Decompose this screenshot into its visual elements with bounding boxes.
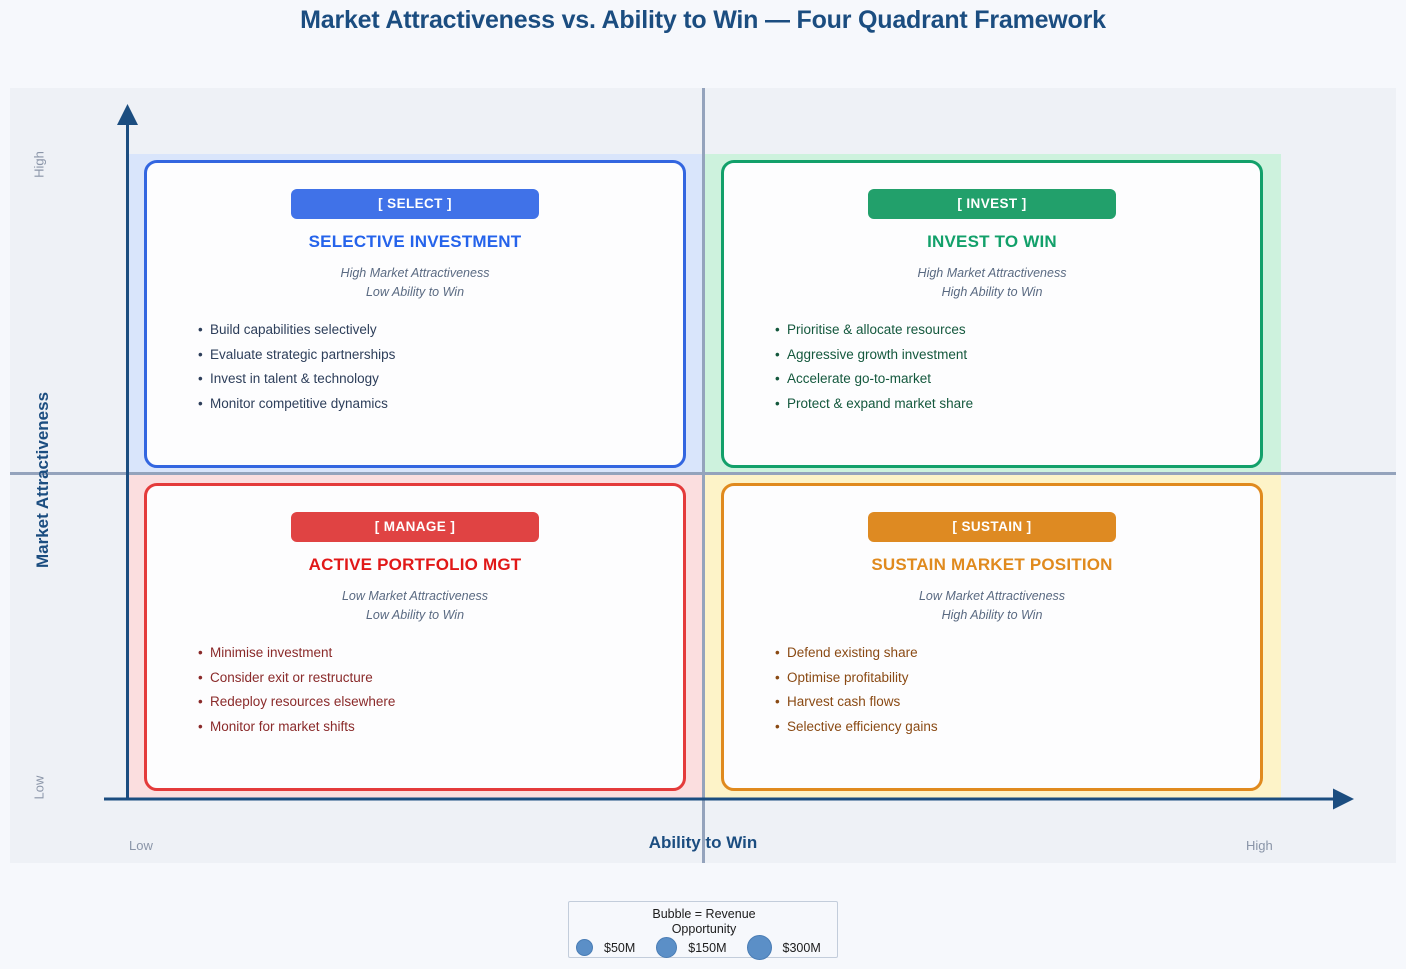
list-item: Defend existing share [775,641,1260,666]
legend-item-label: $300M [782,940,821,955]
y-axis-title: Market Attractiveness [33,391,52,569]
quadrant-badge-sustain[interactable]: [ SUSTAIN ] [868,512,1116,542]
list-item: Selective efficiency gains [775,715,1260,740]
legend-title: Bubble = Revenue Opportunity [569,907,839,938]
list-item: Prioritise & allocate resources [775,318,1260,343]
quadrant-card-sustain[interactable]: [ SUSTAIN ] SUSTAIN MARKET POSITION Low … [721,483,1263,791]
quadrant-bullet-list-select: Build capabilities selectively Evaluate … [147,318,683,416]
page-title: Market Attractiveness vs. Ability to Win… [300,6,1106,34]
quadrant-subtitle-line-1: High Market Attractiveness [340,266,490,280]
list-item: Consider exit or restructure [198,666,683,691]
y-axis-tick-low: Low [31,775,47,800]
list-item: Invest in talent & technology [198,367,683,392]
legend-items: $50M $150M $300M [569,935,839,960]
list-item: Build capabilities selectively [198,318,683,343]
quadrant-subtitle-line-1: High Market Attractiveness [917,266,1067,280]
legend-item: $300M [746,935,821,960]
quadrant-subtitle-manage: Low Market Attractiveness Low Ability to… [147,587,683,625]
list-item: Monitor competitive dynamics [198,392,683,417]
quadrant-badge-select[interactable]: [ SELECT ] [291,189,539,219]
quadrant-subtitle-line-1: Low Market Attractiveness [918,589,1066,603]
list-item: Harvest cash flows [775,690,1260,715]
quadrant-card-select[interactable]: [ SELECT ] SELECTIVE INVESTMENT High Mar… [144,160,686,468]
quadrant-heading-manage: ACTIVE PORTFOLIO MGT [308,555,522,574]
quadrant-card-invest[interactable]: [ INVEST ] INVEST TO WIN High Market Att… [721,160,1263,468]
list-item: Redeploy resources elsewhere [198,690,683,715]
x-axis-tick-high: High [1246,838,1273,853]
bubble-icon-large [746,935,772,960]
quadrant-subtitle-line-2: Low Ability to Win [365,285,465,300]
y-axis-tick-high: High [31,151,47,178]
quadrant-subtitle-invest: High Market Attractiveness High Ability … [724,264,1260,302]
quadrant-subtitle-line-1: Low Market Attractiveness [341,589,489,603]
quadrant-heading-sustain: SUSTAIN MARKET POSITION [871,555,1113,574]
list-item: Optimise profitability [775,666,1260,691]
quadrant-subtitle-select: High Market Attractiveness Low Ability t… [147,264,683,302]
legend-item-label: $50M [604,940,636,955]
bubble-icon-small [576,939,593,956]
quadrant-subtitle-line-2: High Ability to Win [941,285,1043,300]
x-axis-title: Ability to Win [648,833,758,852]
quadrant-subtitle-sustain: Low Market Attractiveness High Ability t… [724,587,1260,625]
legend-box: Bubble = Revenue Opportunity $50M $150M … [568,901,839,960]
vertical-divider-line [702,88,705,863]
quadrant-bullet-list-manage: Minimise investment Consider exit or res… [147,641,683,739]
list-item: Protect & expand market share [775,392,1260,417]
quadrant-badge-manage[interactable]: [ MANAGE ] [291,512,539,542]
list-item: Minimise investment [198,641,683,666]
list-item: Monitor for market shifts [198,715,683,740]
list-item: Evaluate strategic partnerships [198,343,683,368]
quadrant-bullet-list-sustain: Defend existing share Optimise profitabi… [724,641,1260,739]
quadrant-bullet-list-invest: Prioritise & allocate resources Aggressi… [724,318,1260,416]
quadrant-subtitle-line-2: High Ability to Win [941,608,1043,623]
quadrant-badge-invest[interactable]: [ INVEST ] [868,189,1116,219]
list-item: Accelerate go-to-market [775,367,1260,392]
legend-title-line-2: Opportunity [671,922,737,937]
quadrant-card-manage[interactable]: [ MANAGE ] ACTIVE PORTFOLIO MGT Low Mark… [144,483,686,791]
quadrant-heading-invest: INVEST TO WIN [927,232,1057,251]
legend-title-line-1: Bubble = Revenue [652,907,756,921]
quadrant-subtitle-line-2: Low Ability to Win [365,608,465,623]
legend-item: $150M [656,937,727,958]
bubble-icon-medium [656,937,678,958]
legend-item: $50M [576,939,635,956]
list-item: Aggressive growth investment [775,343,1260,368]
legend-item-label: $150M [688,940,727,955]
quadrant-heading-select: SELECTIVE INVESTMENT [308,232,522,251]
x-axis-tick-low: Low [129,838,153,853]
